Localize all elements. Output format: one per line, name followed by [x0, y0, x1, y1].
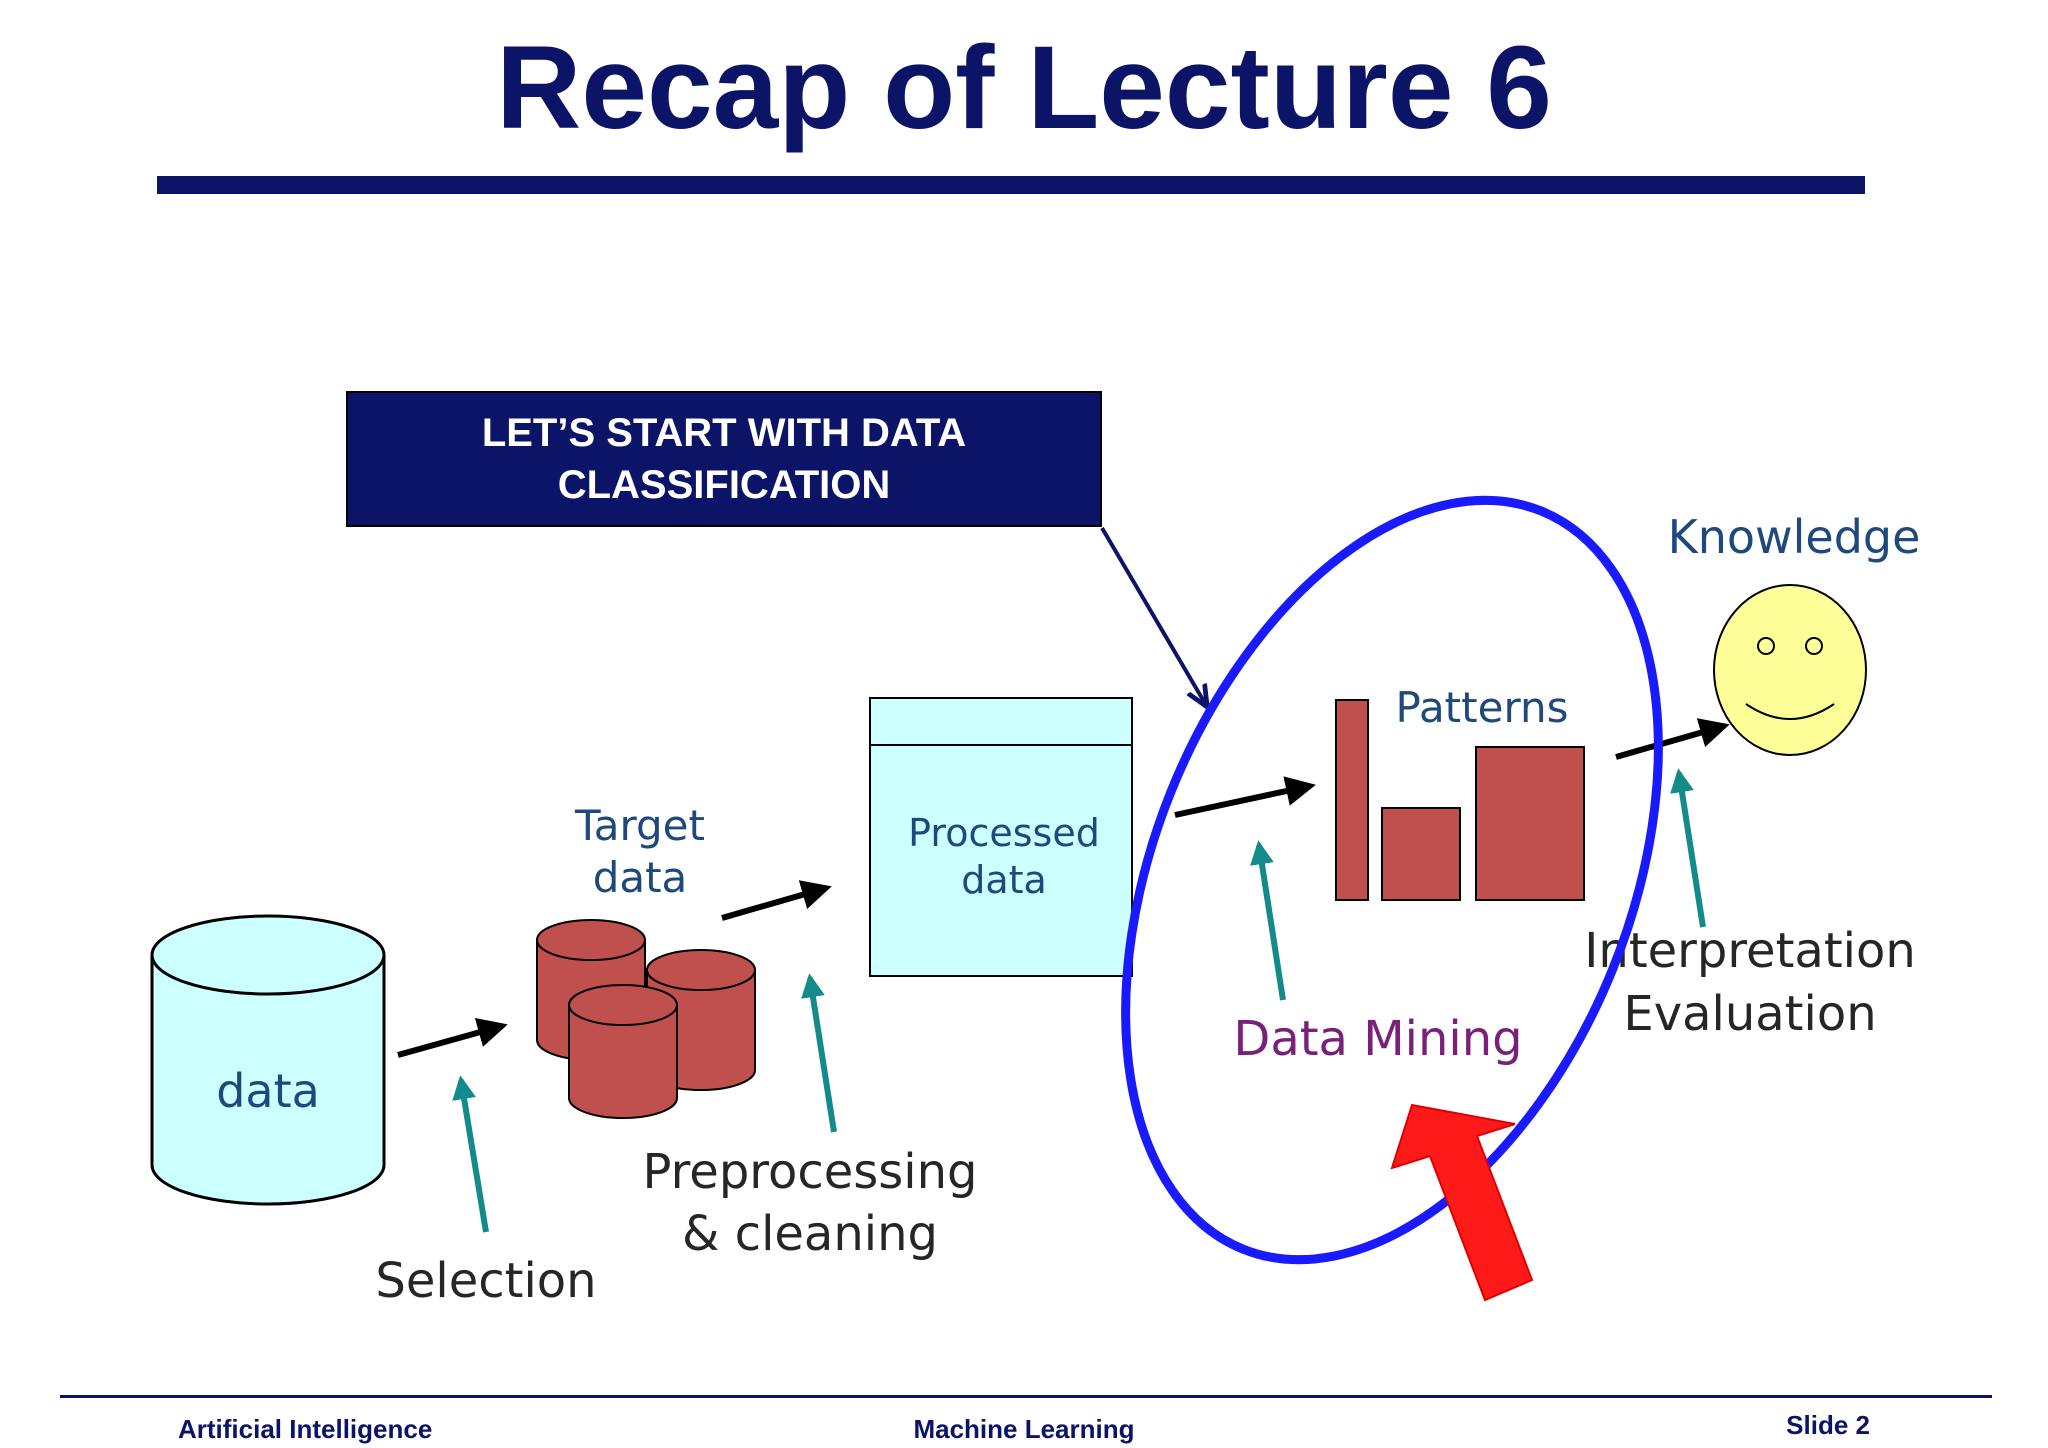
red-highlight-arrow-icon: [1390, 1103, 1534, 1302]
footer-rule: [60, 1395, 1992, 1398]
patterns-bars-icon: [1335, 699, 1585, 901]
step-arrow-preprocessing: [801, 973, 837, 1133]
slide-title: Recap of Lecture 6: [496, 22, 1552, 154]
processed-data-label-line2: data: [961, 858, 1047, 902]
data-cylinder-icon: [150, 914, 386, 1206]
interpretation-label-line2: Evaluation: [1623, 986, 1876, 1042]
footer-center: Machine Learning: [913, 1414, 1135, 1444]
flow-arrow-preprocessing: [721, 880, 832, 921]
step-arrow-selection: [452, 1075, 489, 1233]
target-data-label-line1: Target: [574, 801, 705, 850]
knowledge-label: Knowledge: [1668, 510, 1921, 564]
step-arrow-mining: [1250, 840, 1286, 1001]
callout-box: LET’S START WITH DATA CLASSIFICATION: [346, 391, 1102, 527]
processed-data-label-line1: Processed: [908, 811, 1100, 855]
footer-left: Artificial Intelligence: [178, 1414, 433, 1444]
step-arrow-interpretation: [1670, 768, 1706, 928]
callout-pointer-arrow: [1100, 526, 1206, 705]
data-mining-highlight-ellipse: [1121, 495, 1663, 1265]
selection-label: Selection: [375, 1253, 596, 1309]
flow-arrow-interpretation: [1615, 718, 1730, 760]
callout-text: LET’S START WITH DATA CLASSIFICATION: [481, 411, 967, 507]
interpretation-label-line1: Interpretation: [1584, 923, 1916, 979]
title-underline: [157, 176, 1865, 194]
processed-data-box: [869, 697, 1133, 977]
target-data-cylinders-icon: [536, 919, 756, 1119]
preprocessing-label-line1: Preprocessing: [643, 1144, 978, 1200]
patterns-label: Patterns: [1396, 683, 1569, 732]
footer-slide-number: Slide 2: [1786, 1410, 1870, 1440]
flow-arrow-mining: [1174, 776, 1316, 818]
data-node-label: data: [216, 1064, 320, 1118]
smiley-face-icon: [1713, 584, 1867, 756]
data-mining-label: Data Mining: [1233, 1011, 1522, 1067]
target-data-label-line2: data: [593, 853, 688, 902]
preprocessing-label-line2: & cleaning: [682, 1206, 938, 1262]
flow-arrow-selection: [397, 1017, 508, 1058]
